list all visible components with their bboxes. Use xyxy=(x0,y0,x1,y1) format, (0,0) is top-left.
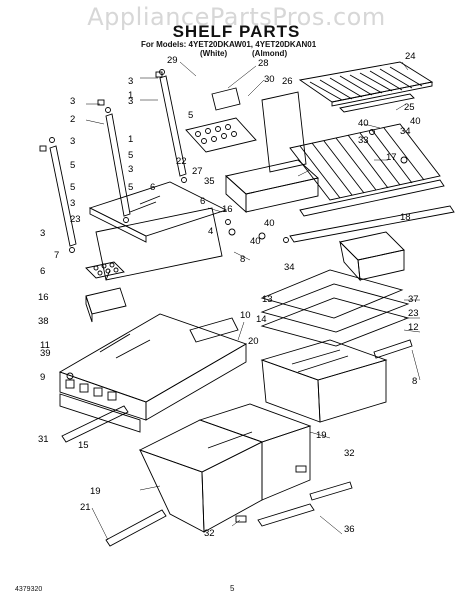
callout-8: 8 xyxy=(412,376,417,387)
callout-28: 28 xyxy=(258,58,269,69)
callout-18: 18 xyxy=(400,212,411,223)
callout-5: 5 xyxy=(70,182,75,193)
callout-1: 1 xyxy=(128,134,133,145)
callout-11: 11 xyxy=(40,340,50,351)
callout-19: 19 xyxy=(316,430,327,441)
callout-14: 14 xyxy=(256,314,267,325)
butter-dish xyxy=(85,287,127,323)
callout-23: 23 xyxy=(70,214,81,225)
callout-3: 3 xyxy=(128,96,133,107)
callout-36: 36 xyxy=(344,524,355,535)
callout-22: 22 xyxy=(176,156,187,167)
slide-rail xyxy=(105,509,167,547)
callout-27: 27 xyxy=(192,166,203,177)
callout-8: 8 xyxy=(240,254,245,265)
callout-40: 40 xyxy=(410,116,421,127)
callout-15: 15 xyxy=(78,440,89,451)
document-number: 4379320 xyxy=(15,586,43,593)
callout-35: 35 xyxy=(204,176,215,187)
callout-13: 37 xyxy=(408,294,419,305)
bin-divider xyxy=(261,91,307,173)
callout-3: 3 xyxy=(70,136,75,147)
callout-6: 6 xyxy=(200,196,205,207)
callout-6: 6 xyxy=(40,266,45,277)
callout-numbers: 29 28 30 24 3 3 1 5 26 25 40 34 40 3 2 3… xyxy=(38,51,421,539)
callout-23: 13 xyxy=(262,294,273,305)
callout-33: 33 xyxy=(358,135,369,146)
callout-2: 2 xyxy=(70,114,75,125)
callout-40: 40 xyxy=(358,118,369,129)
diagram-title: SHELF PARTS xyxy=(172,22,301,41)
drawer-slide-left xyxy=(61,405,129,443)
callout-3: 3 xyxy=(70,198,75,209)
callout-4: 4 xyxy=(208,226,213,237)
color-white-label: (White) xyxy=(200,49,228,58)
glass-shelf-right xyxy=(260,269,410,347)
crisper-bin-small xyxy=(339,231,405,282)
callout-3: 3 xyxy=(128,164,133,175)
callout-3: 3 xyxy=(40,228,45,239)
callout-9: 9 xyxy=(40,372,45,383)
callout-40: 40 xyxy=(264,218,275,229)
callout-39: 39 xyxy=(40,348,51,359)
callout-25: 25 xyxy=(404,102,415,113)
callout-3: 3 xyxy=(128,76,133,87)
watermark: AppliancePartsPros.com xyxy=(87,3,386,31)
callout-20: 20 xyxy=(248,336,259,347)
callout-34: 34 xyxy=(284,262,295,273)
callout-5: 5 xyxy=(128,150,133,161)
drawer-handles xyxy=(235,465,353,527)
callout-5: 5 xyxy=(70,160,75,171)
callout-24: 24 xyxy=(405,51,416,62)
callout-5: 5 xyxy=(188,110,193,121)
egg-tray xyxy=(185,117,257,153)
wire-shelf-lower xyxy=(289,123,455,243)
callout-16: 23 xyxy=(408,308,419,319)
callout-34: 34 xyxy=(400,126,411,137)
callout-37: 16 xyxy=(38,292,49,303)
callout-17: 17 xyxy=(386,152,397,163)
callout-38: 38 xyxy=(38,316,49,327)
crisper-pans xyxy=(138,403,312,533)
crisper-cover-shelf xyxy=(58,313,248,421)
callout-31: 31 xyxy=(38,434,49,445)
shelf-trim-upper xyxy=(339,93,415,113)
color-almond-label: (Almond) xyxy=(252,49,288,58)
shelf-control-panel xyxy=(59,379,141,433)
egg-holder xyxy=(85,261,125,279)
door-bin-small xyxy=(211,87,241,111)
callout-40: 40 xyxy=(250,236,261,247)
callout-32: 32 xyxy=(204,528,215,539)
callout-29: 29 xyxy=(167,55,178,66)
callout-12: 12 xyxy=(408,322,419,333)
callout-19: 19 xyxy=(90,486,101,497)
callout-5: 5 xyxy=(128,182,133,193)
shelf-rails-left xyxy=(39,69,187,253)
callout-7: 7 xyxy=(54,250,59,261)
callout-3: 3 xyxy=(70,96,75,107)
callout-1: 1 xyxy=(128,90,133,101)
callout-26: 26 xyxy=(282,76,293,87)
page-number: 5 xyxy=(230,584,235,593)
crisper-drawer-right xyxy=(260,339,413,423)
models-line: For Models: 4YET20DKAW01, 4YET20DKAN01 xyxy=(141,40,317,49)
callout-6: 6 xyxy=(150,182,155,193)
deli-drawer xyxy=(225,159,319,214)
callout-30: 30 xyxy=(264,74,275,85)
callout-16: 16 xyxy=(222,204,233,215)
callout-10: 10 xyxy=(240,310,251,321)
wire-shelf-upper xyxy=(298,61,434,107)
callout-32: 32 xyxy=(344,448,355,459)
callout-21: 21 xyxy=(80,502,91,513)
